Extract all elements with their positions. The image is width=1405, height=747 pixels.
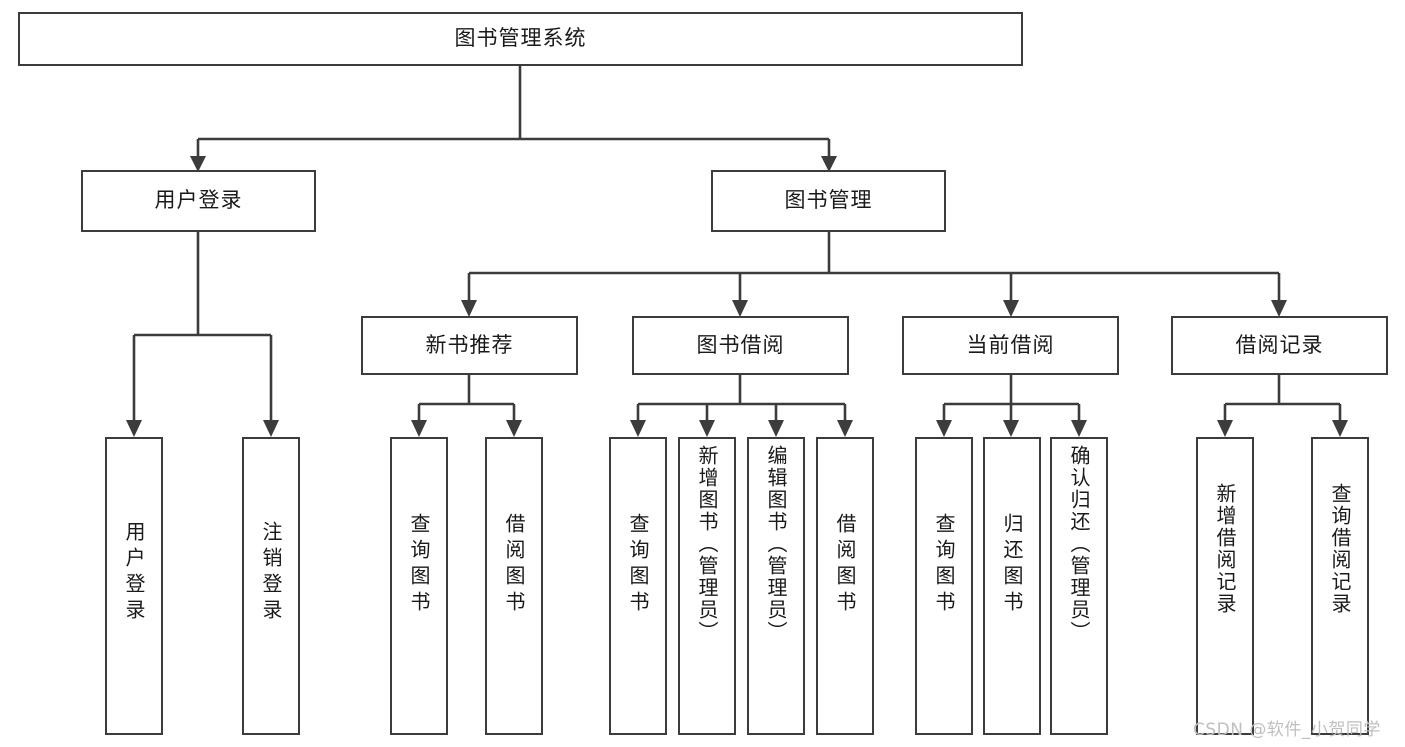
node-label: 用户登录: [122, 521, 146, 625]
leaf-borrow-add-book-admin[interactable]: 新增图书（管理员）: [678, 437, 736, 735]
node-label: 借阅图书: [833, 513, 857, 617]
node-label: 新增借阅记录: [1213, 483, 1237, 615]
node-label: 新书推荐: [425, 332, 514, 357]
node-user-login[interactable]: 用户登录: [81, 170, 316, 232]
leaf-record-query[interactable]: 查询借阅记录: [1311, 437, 1369, 735]
node-label: 借阅图书: [502, 513, 526, 617]
node-label: 图书管理: [784, 188, 873, 213]
leaf-borrow-edit-book-admin[interactable]: 编辑图书（管理员）: [747, 437, 805, 735]
node-label: 查询图书: [626, 513, 650, 617]
node-root-system[interactable]: 图书管理系统: [18, 12, 1023, 66]
leaf-borrow-borrow-book[interactable]: 借阅图书: [816, 437, 874, 735]
node-label: 查询借阅记录: [1328, 483, 1352, 615]
node-borrow-record[interactable]: 借阅记录: [1171, 316, 1388, 375]
leaf-recommend-borrow-book[interactable]: 借阅图书: [485, 437, 543, 735]
leaf-current-return-book[interactable]: 归还图书: [983, 437, 1041, 735]
leaf-current-confirm-return-admin[interactable]: 确认归还（管理员）: [1050, 437, 1108, 735]
node-label: 查询图书: [932, 513, 956, 617]
node-label: 图书借阅: [696, 332, 785, 357]
node-current-borrow[interactable]: 当前借阅: [902, 316, 1119, 375]
node-label: 图书管理系统: [454, 26, 587, 51]
node-new-book-recommend[interactable]: 新书推荐: [361, 316, 578, 375]
leaf-recommend-query-book[interactable]: 查询图书: [390, 437, 448, 735]
leaf-current-query-book[interactable]: 查询图书: [915, 437, 973, 735]
node-label: 注销登录: [259, 521, 283, 625]
node-label: 查询图书: [407, 513, 431, 617]
leaf-user-login[interactable]: 用户登录: [105, 437, 163, 735]
node-label: 新增图书（管理员）: [695, 445, 719, 643]
watermark-text: CSDN @软件_小贺同学: [1193, 720, 1381, 740]
node-label: 借阅记录: [1235, 332, 1324, 357]
leaf-user-logout[interactable]: 注销登录: [242, 437, 300, 735]
node-label: 当前借阅: [966, 332, 1055, 357]
node-book-management[interactable]: 图书管理: [711, 170, 946, 232]
node-label: 用户登录: [154, 188, 243, 213]
node-label: 编辑图书（管理员）: [764, 445, 788, 643]
leaf-borrow-query-book[interactable]: 查询图书: [609, 437, 667, 735]
leaf-record-add[interactable]: 新增借阅记录: [1196, 437, 1254, 735]
node-label: 确认归还（管理员）: [1067, 445, 1091, 643]
node-label: 归还图书: [1000, 513, 1024, 617]
node-book-borrow[interactable]: 图书借阅: [632, 316, 849, 375]
